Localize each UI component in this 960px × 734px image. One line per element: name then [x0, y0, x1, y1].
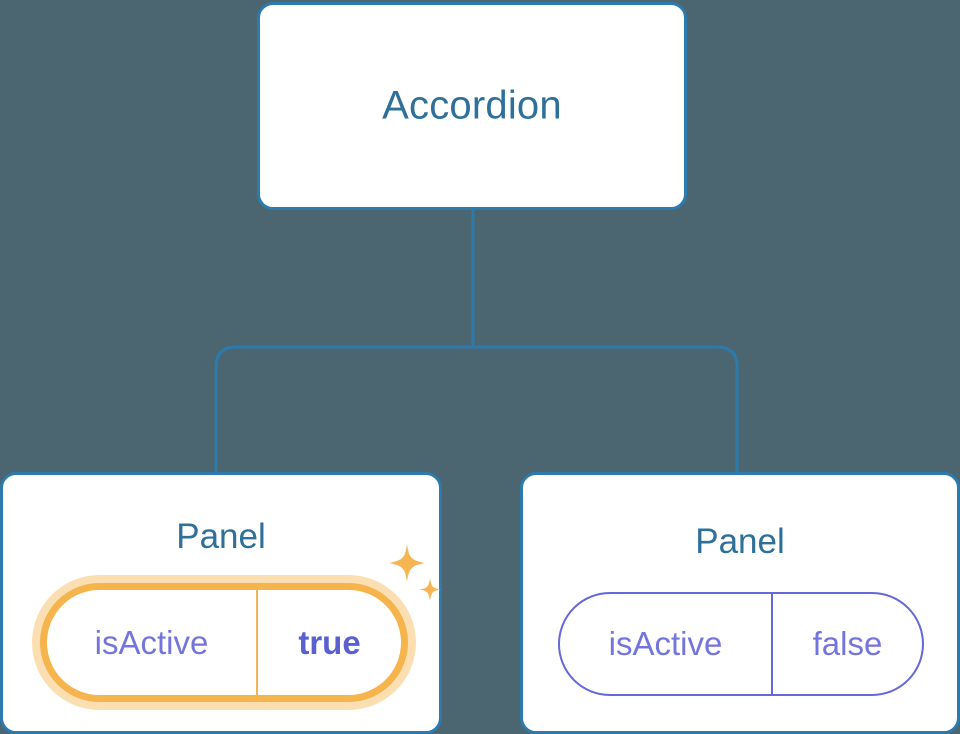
node-accordion-label: Accordion	[382, 83, 562, 128]
connector-branch-left	[214, 345, 473, 472]
prop-key: isActive	[560, 594, 773, 694]
node-panel-active[interactable]: Panel isActive true	[0, 472, 442, 734]
node-panel-inactive-label: Panel	[695, 522, 785, 561]
node-accordion[interactable]: Accordion	[257, 2, 687, 210]
node-panel-inactive[interactable]: Panel isActive false	[520, 472, 960, 734]
prop-value: false	[812, 625, 883, 662]
prop-pill-isactive-true[interactable]: isActive true	[40, 583, 408, 702]
prop-value: true	[298, 623, 361, 661]
node-panel-active-label: Panel	[176, 517, 266, 556]
prop-key: isActive	[47, 590, 258, 695]
prop-pill-isactive-false[interactable]: isActive false	[558, 592, 924, 696]
connector-branch-right	[473, 345, 739, 472]
